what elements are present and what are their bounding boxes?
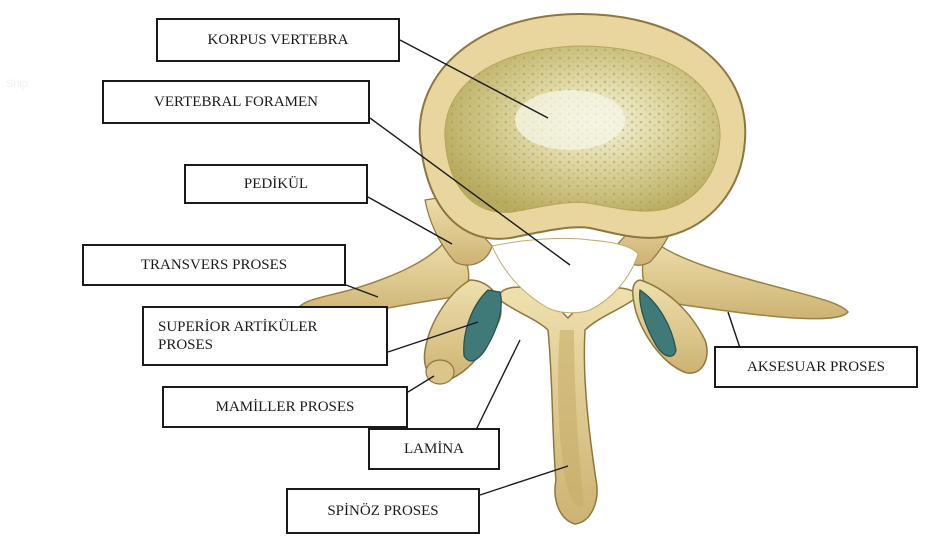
label-mamiller-proses-text: MAMİLLER PROSES [216, 398, 355, 416]
watermark-text: Snip [6, 78, 28, 90]
label-superior-line2: PROSES [158, 336, 213, 354]
leader-mamiller [408, 376, 434, 392]
label-aksesuar-proses-text: AKSESUAR PROSES [747, 358, 885, 376]
label-pedikul-text: PEDİKÜL [244, 175, 308, 193]
label-lamina-text: LAMİNA [404, 440, 464, 458]
label-mamiller-proses: MAMİLLER PROSES [162, 386, 408, 428]
label-lamina: LAMİNA [368, 428, 500, 470]
label-korpus-vertebra: KORPUS VERTEBRA [156, 18, 400, 62]
label-vertebral-foramen-text: VERTEBRAL FORAMEN [154, 93, 318, 111]
label-pedikul: PEDİKÜL [184, 164, 368, 204]
label-aksesuar-proses: AKSESUAR PROSES [714, 346, 918, 388]
label-transvers-proses: TRANSVERS PROSES [82, 244, 346, 286]
label-transvers-proses-text: TRANSVERS PROSES [141, 256, 287, 274]
label-superior-artikuler-proses: SUPERİOR ARTİKÜLER PROSES [142, 306, 388, 366]
label-spinoz-proses: SPİNÖZ PROSES [286, 488, 480, 534]
cancellous-highlight [515, 90, 625, 150]
left-mamillary-process [426, 360, 454, 384]
leader-aksesuar [728, 312, 740, 348]
label-korpus-vertebra-text: KORPUS VERTEBRA [208, 31, 349, 49]
label-superior-line1: SUPERİOR ARTİKÜLER [158, 318, 318, 336]
label-vertebral-foramen: VERTEBRAL FORAMEN [102, 80, 370, 124]
label-spinoz-proses-text: SPİNÖZ PROSES [327, 502, 438, 520]
